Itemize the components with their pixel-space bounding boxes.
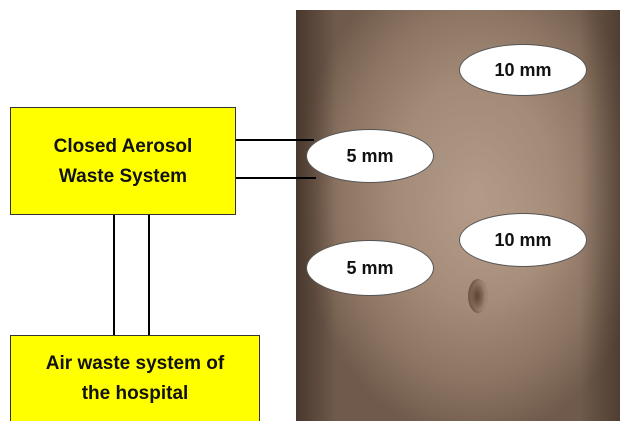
closed-aerosol-waste-system-label: Closed Aerosol Waste System xyxy=(54,132,193,192)
hospital-air-waste-system-box: Air waste system of the hospital xyxy=(10,335,260,421)
port-10mm-upper: 10 mm xyxy=(459,44,587,96)
navel xyxy=(468,279,488,313)
connector-line-lower xyxy=(236,177,316,179)
port-10mm-lower: 10 mm xyxy=(459,213,587,267)
port-5mm-upper-label: 5 mm xyxy=(346,146,393,167)
port-10mm-upper-label: 10 mm xyxy=(494,60,551,81)
port-10mm-lower-label: 10 mm xyxy=(494,230,551,251)
hospital-air-waste-system-label: Air waste system of the hospital xyxy=(46,349,224,409)
port-5mm-upper: 5 mm xyxy=(306,129,434,183)
pipe-right xyxy=(148,215,150,335)
abdomen-shade-left xyxy=(296,10,336,421)
port-5mm-lower-label: 5 mm xyxy=(346,258,393,279)
connector-line-upper xyxy=(236,139,314,141)
port-5mm-lower: 5 mm xyxy=(306,240,434,296)
closed-aerosol-waste-system-box: Closed Aerosol Waste System xyxy=(10,107,236,215)
pipe-left xyxy=(113,215,115,335)
